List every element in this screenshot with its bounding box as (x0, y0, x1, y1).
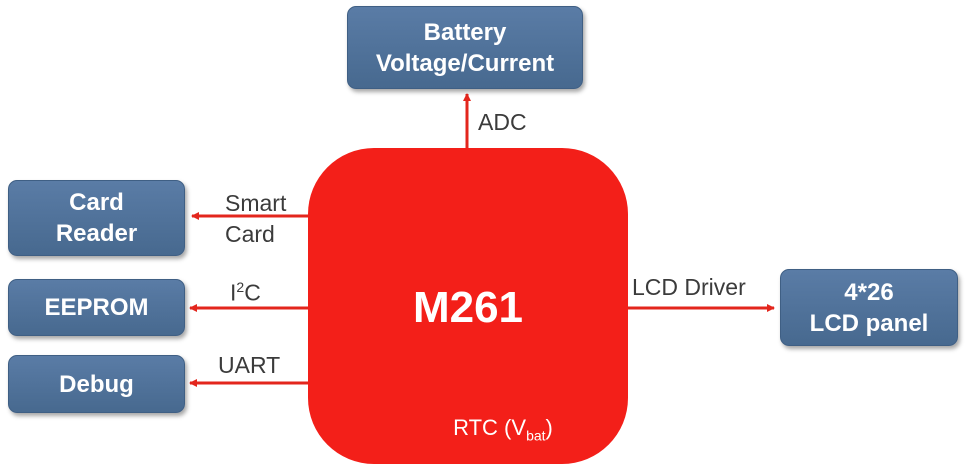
debug-block: Debug (8, 355, 185, 413)
lcd-panel-block: 4*26 LCD panel (780, 269, 958, 346)
smart-card-label-line-1: Smart (225, 190, 287, 216)
uart-label: UART (218, 352, 281, 378)
smart-card-label-line-2: Card (225, 221, 275, 247)
rtc-label: RTC (Vbat) (453, 415, 553, 444)
battery-line-2: Voltage/Current (375, 49, 555, 77)
lcd-driver-label: LCD Driver (632, 274, 746, 300)
adc-label: ADC (478, 109, 527, 135)
m261-chip-block (308, 148, 628, 464)
battery-line-1: Battery (423, 18, 507, 46)
battery-voltage-current-block: Battery Voltage/Current (347, 6, 583, 89)
lcd-panel-line-2: LCD panel (809, 309, 929, 337)
card-reader-line-1: Card (69, 189, 124, 216)
eeprom-block: EEPROM (8, 279, 185, 336)
card-reader-block: Card Reader (8, 180, 185, 256)
i2c-label: I2C (230, 279, 261, 306)
eeprom-label: EEPROM (44, 294, 149, 321)
debug-label: Debug (59, 370, 134, 398)
card-reader-line-2: Reader (55, 220, 138, 247)
lcd-panel-line-1: 4*26 (844, 278, 894, 306)
mcu-name: M261 (412, 283, 524, 332)
